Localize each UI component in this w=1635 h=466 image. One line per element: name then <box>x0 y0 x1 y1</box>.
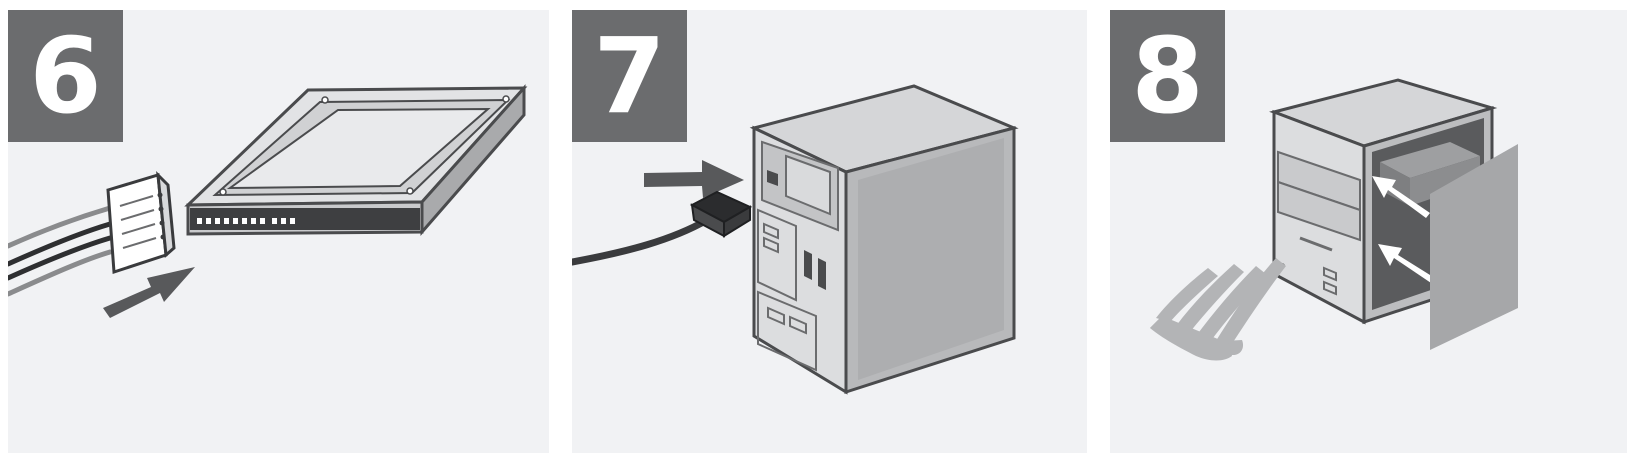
step-number: 6 <box>29 15 102 137</box>
step-number: 8 <box>1131 15 1204 137</box>
power-plug <box>689 190 753 238</box>
hard-drive-illustration <box>8 84 528 318</box>
step-number: 7 <box>593 15 666 137</box>
step-badge: 6 <box>8 10 123 142</box>
pc-tower-side-panel-illustration <box>1150 78 1518 361</box>
slide-arrows <box>1372 176 1438 285</box>
power-cable <box>572 216 711 266</box>
arrow-icon <box>1378 244 1438 285</box>
hand-pointer-icon <box>1150 258 1286 361</box>
cable-connector <box>106 170 176 275</box>
pc-tower-power-illustration <box>572 84 1019 395</box>
side-panel <box>1430 144 1518 350</box>
sata-cable <box>8 205 113 297</box>
hard-drive <box>184 84 528 237</box>
pc-tower <box>749 84 1019 395</box>
insert-arrow-icon <box>644 160 744 198</box>
insert-arrow-icon <box>103 267 195 318</box>
step-badge: 7 <box>572 10 687 142</box>
step-panel-8: 8 <box>1110 10 1627 453</box>
arrow-icon <box>1372 176 1430 218</box>
step-panel-7: 7 <box>572 10 1087 453</box>
step-panel-6: 6 <box>8 10 549 453</box>
step-badge: 8 <box>1110 10 1225 142</box>
